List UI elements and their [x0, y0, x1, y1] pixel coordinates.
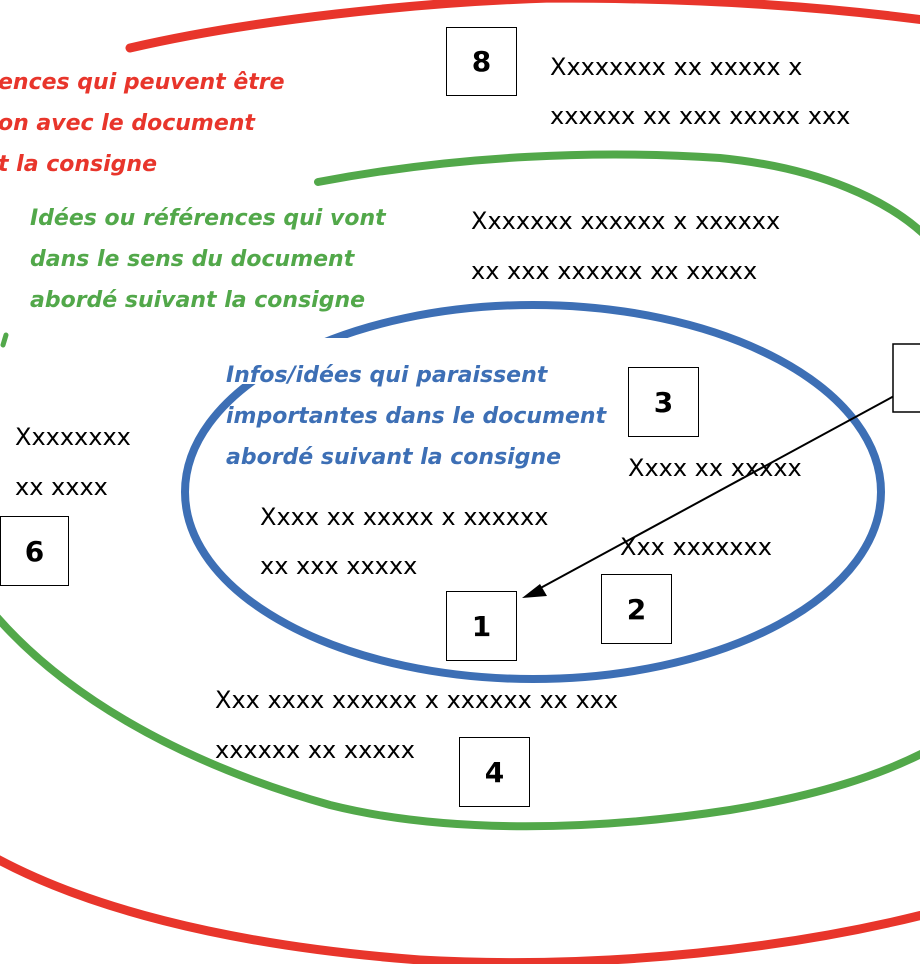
blue-category-line-2: importantes dans le document	[226, 404, 607, 429]
blue-category-line-3: abordé suivant la consigne	[226, 445, 562, 470]
placeholder-4-line-2: xxxxxx xx xxxxx	[215, 736, 415, 764]
green-category-line-3: abordé suivant la consigne	[30, 288, 366, 313]
inner-blue-ring	[181, 301, 885, 683]
number-box-6: 6	[0, 516, 69, 586]
red-category-line-2: on avec le document	[0, 111, 255, 136]
arrow-head	[522, 584, 547, 598]
placeholder-6-line-1: Xxxxxxxx	[15, 423, 131, 451]
blue-category-label: Infos/idées qui paraissent importantes d…	[226, 355, 606, 478]
placeholder-6-line-2: xx xxxx	[15, 473, 108, 501]
outer-red-ring-top	[125, 0, 920, 53]
green-category-line-2: dans le sens du document	[30, 247, 355, 272]
arrow-line	[534, 382, 919, 592]
number-box-1: 1	[446, 591, 517, 661]
partial-box-right	[892, 343, 920, 413]
number-box-8: 8	[446, 27, 517, 96]
placeholder-green-line-1: Xxxxxxx xxxxxx x xxxxxx	[471, 207, 781, 235]
placeholder-8-line-2: xxxxxx xx xxx xxxxx xxx	[550, 102, 851, 130]
placeholder-green-line-2: xx xxx xxxxxx xx xxxxx	[471, 257, 758, 285]
red-category-line-3: t la consigne	[0, 152, 158, 177]
middle-green-ring-left-tick	[0, 332, 9, 348]
blue-category-line-1: Infos/idées qui paraissent	[226, 363, 548, 388]
outer-red-ring-bottom	[0, 855, 920, 964]
number-box-3: 3	[628, 367, 699, 437]
middle-green-ring-top	[314, 150, 920, 237]
middle-green-ring-bottom	[0, 614, 920, 831]
red-category-line-1: ences qui peuvent être	[0, 70, 285, 95]
number-box-4: 4	[459, 737, 530, 807]
red-category-label: ences qui peuvent être on avec le docume…	[0, 62, 285, 185]
green-category-line-1: Idées ou références qui vont	[30, 206, 386, 231]
number-box-2: 2	[601, 574, 672, 644]
blue-ring-gap-mask	[222, 338, 392, 384]
placeholder-4-line-1: Xxx xxxx xxxxxx x xxxxxx xx xxx	[215, 686, 619, 714]
placeholder-8-line-1: Xxxxxxxx xx xxxxx x	[550, 53, 803, 81]
placeholder-2: Xxx xxxxxxx	[620, 533, 772, 561]
green-category-label: Idées ou références qui vont dans le sen…	[30, 198, 386, 321]
placeholder-1-line-2: xx xxx xxxxx	[260, 552, 418, 580]
placeholder-3: Xxxx xx xxxxx	[628, 454, 802, 482]
placeholder-1-line-1: Xxxx xx xxxxx x xxxxxx	[260, 503, 549, 531]
